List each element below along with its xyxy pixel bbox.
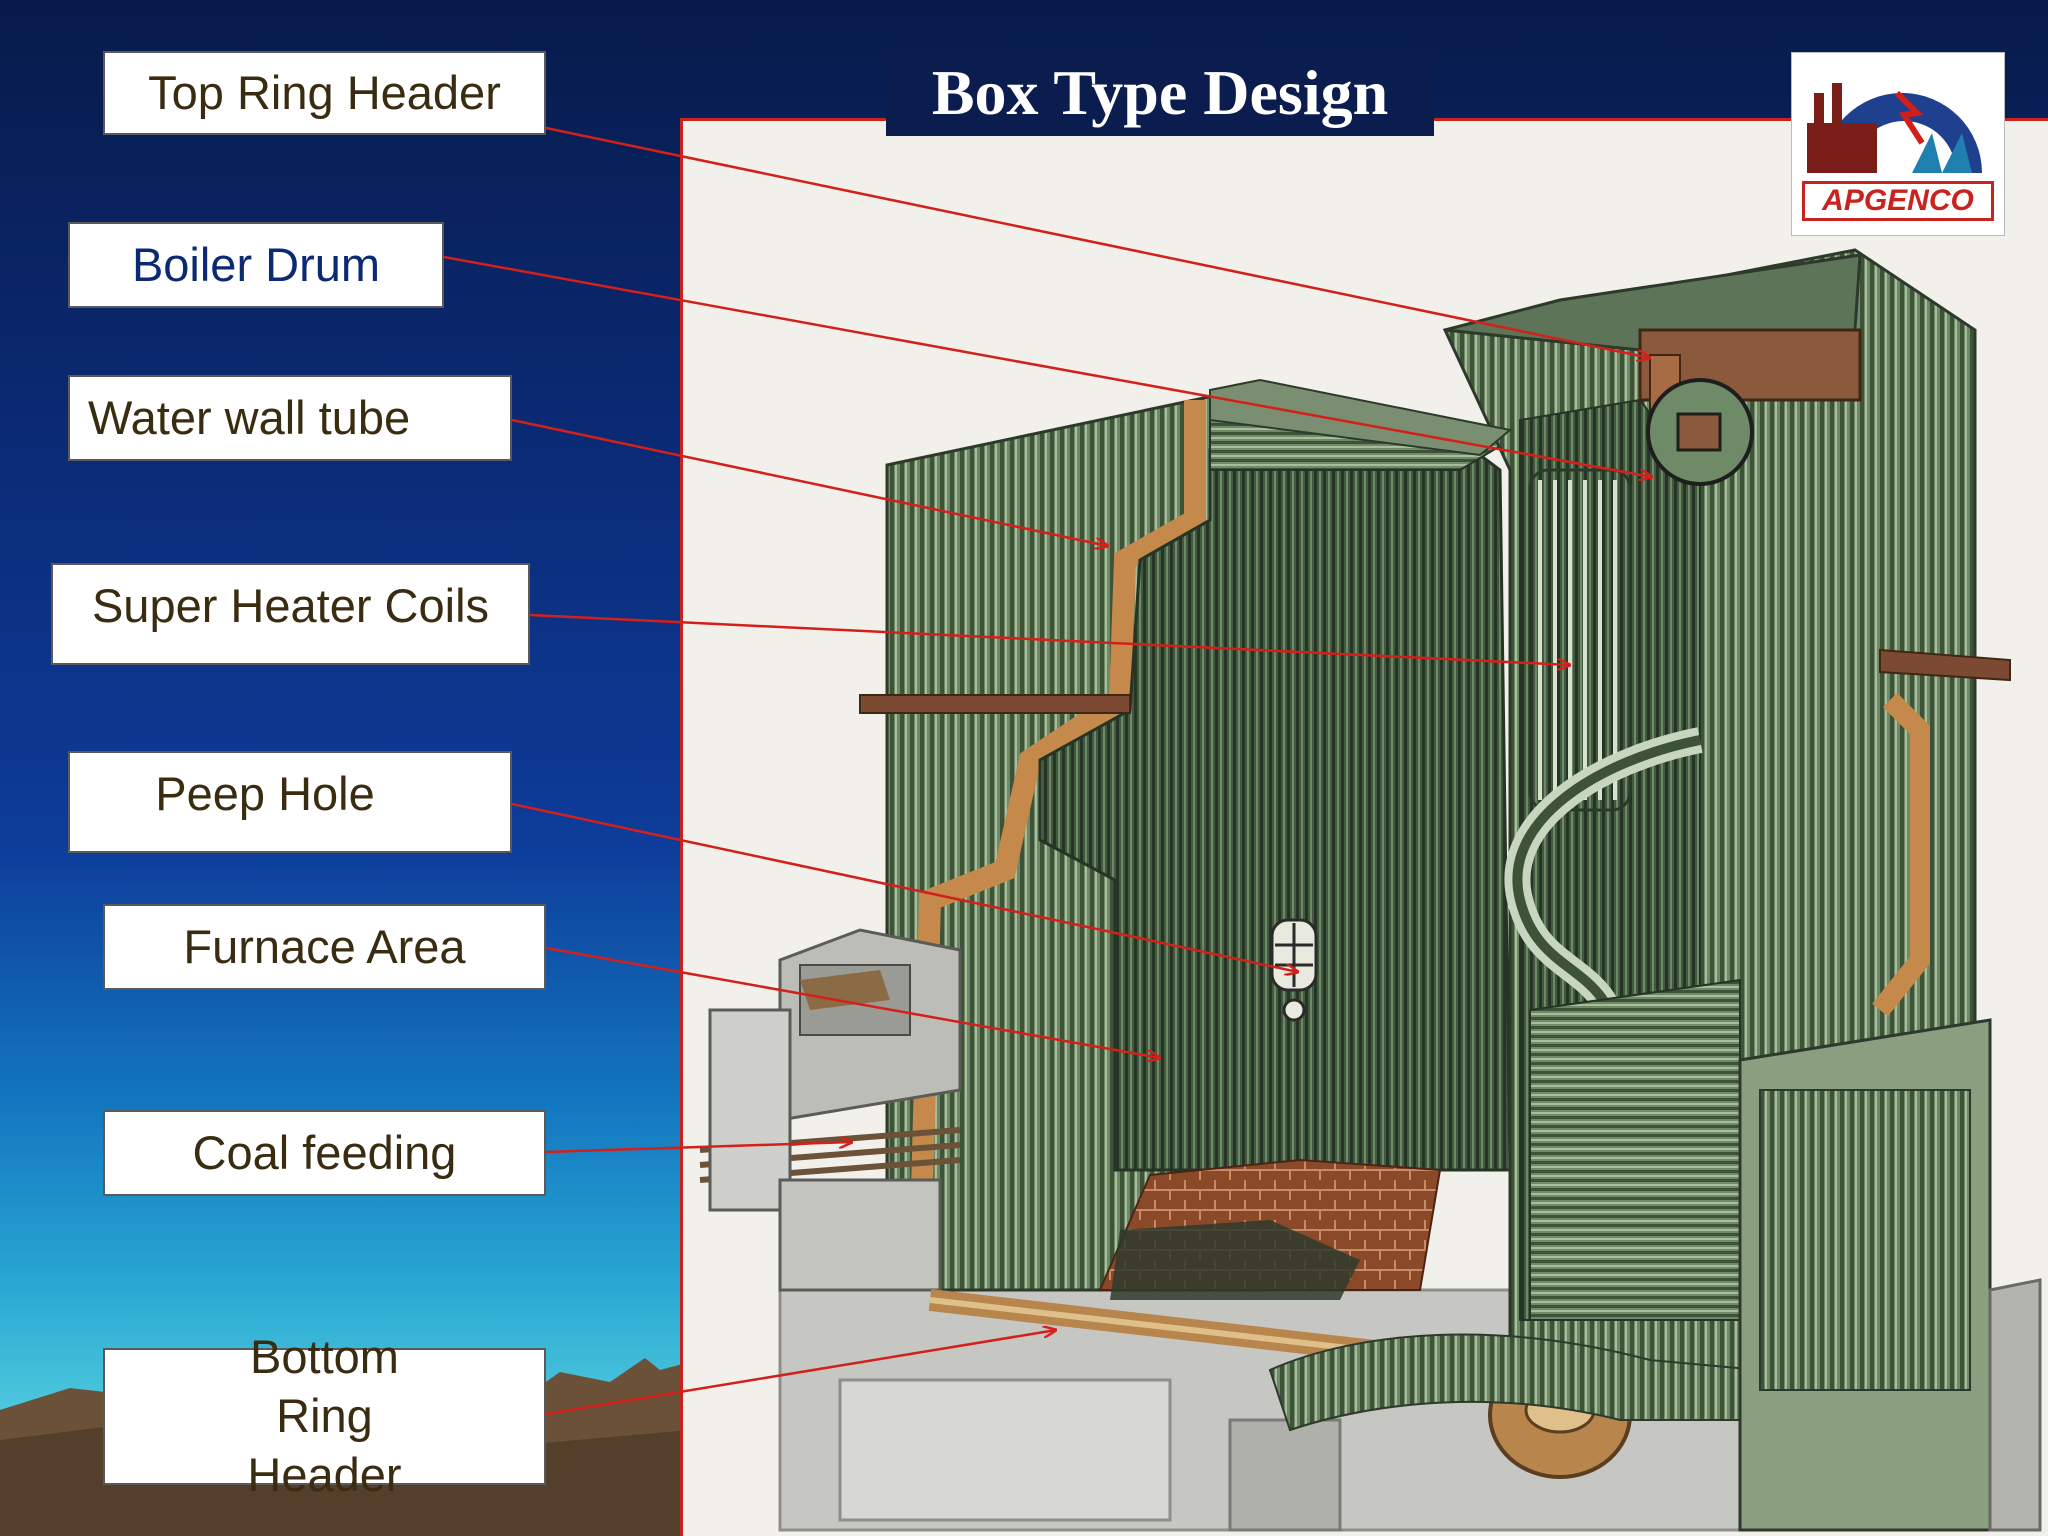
label-super-heater-coils: Super Heater Coils: [51, 563, 530, 665]
label-top-ring-header: Top Ring Header: [103, 51, 546, 135]
logo-wordmark: APGENCO: [1802, 181, 1994, 221]
label-furnace-area: Furnace Area: [103, 904, 546, 990]
logo-emblem-icon: [1807, 83, 1982, 173]
label-water-wall-tube: Water wall tube: [68, 375, 512, 461]
label-coal-feeding: Coal feeding: [103, 1110, 546, 1196]
label-peep-hole: Peep Hole: [68, 751, 512, 853]
apgenco-logo: APGENCO: [1791, 52, 2005, 236]
slide-title: Box Type Design: [886, 50, 1434, 136]
label-boiler-drum: Boiler Drum: [68, 222, 444, 308]
label-bottom-ring-header: Bottom Ring Header: [103, 1330, 546, 1501]
boiler-cutaway-illustration: [699, 248, 2042, 1532]
